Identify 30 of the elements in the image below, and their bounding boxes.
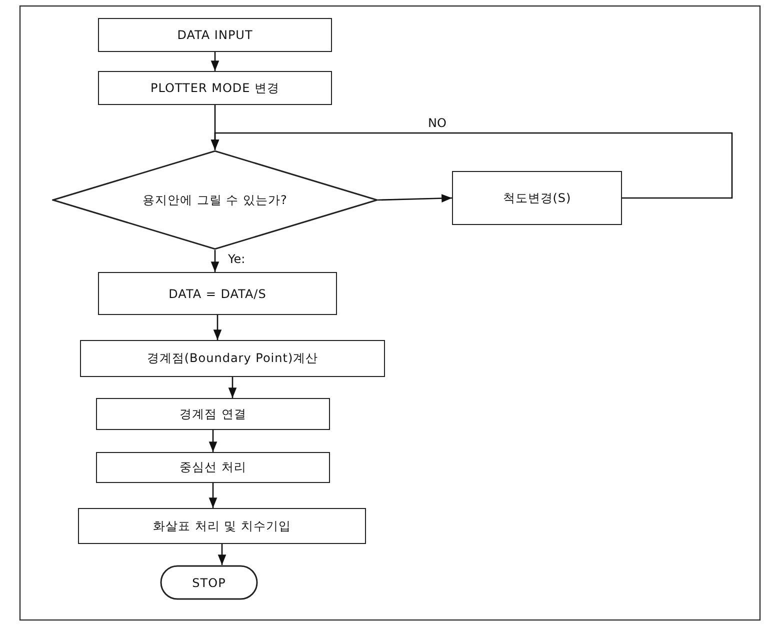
node-text: 척도변경(S) [502,190,572,206]
arrow [210,52,220,71]
process-box [96,452,330,483]
process-box [98,272,337,315]
node-text: DATA = DATA/S [168,286,266,300]
process-box [96,398,330,430]
node-text: 경계점 연결 [180,406,246,422]
process-box [98,71,332,105]
node-text: STOP [192,576,226,590]
node-text: DATA INPUT [177,28,253,42]
node-text: 화살표 처리 및 치수기입 [153,518,291,534]
arrow [208,430,218,452]
arrow [210,132,733,199]
process-box [78,508,366,544]
node-text: 용지안에 그릴 수 있는가? [142,192,288,208]
node-text: 경계점(Boundary Point)계산 [146,350,318,367]
process-box [452,171,622,225]
terminator-shape [160,565,258,600]
arrow [210,250,220,272]
arrow [378,194,452,202]
decision-diamond [52,150,378,250]
arrow [218,544,226,565]
arrow [228,377,237,398]
arrow [213,315,222,340]
arrow [208,483,218,508]
process-box [98,18,332,52]
edge-label: NO [426,116,448,130]
node-text: 중심선 처리 [180,459,246,476]
process-box [80,340,385,377]
node-text: PLOTTER MODE 변경 [150,80,280,96]
